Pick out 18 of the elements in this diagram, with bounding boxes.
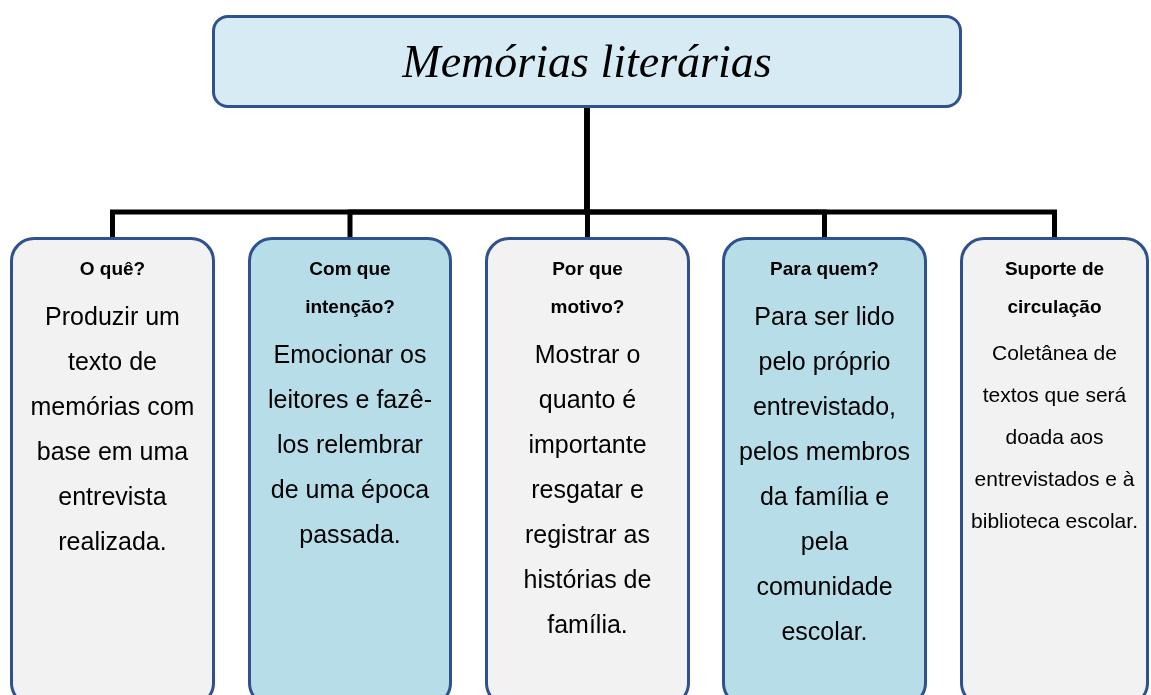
category-card xyxy=(485,237,690,695)
card-heading: Para quem? xyxy=(769,257,880,281)
card-heading: Por que motivo? xyxy=(549,257,626,319)
card-text: Para ser lido pelo próprio entrevistado, pelos membros da família e pela comunidade escolar. xyxy=(739,301,910,647)
card-text: Produzir um texto de memórias com base em uma entrevista realizada. xyxy=(29,301,196,557)
node-label: Memórias literárias xyxy=(402,35,772,88)
card-text: Coletânea de textos que será doada aos entrevistados e à biblioteca escolar. xyxy=(970,340,1139,534)
card-text: Mostrar o quanto é importante resgatar e registrar as histórias de família. xyxy=(522,339,653,640)
connector-line xyxy=(584,108,1057,237)
card-heading: O quê? xyxy=(78,257,147,281)
category-card xyxy=(722,237,927,695)
card-heading: Com que intenção? xyxy=(304,257,396,319)
title-box xyxy=(212,15,962,108)
category-card xyxy=(248,237,452,695)
card-text: Emocionar os leitores e fazê-los relembrar de uma época passada. xyxy=(267,339,433,550)
category-card xyxy=(10,237,215,695)
category-card xyxy=(960,237,1149,695)
card-heading: Suporte de circulação xyxy=(1003,257,1106,319)
